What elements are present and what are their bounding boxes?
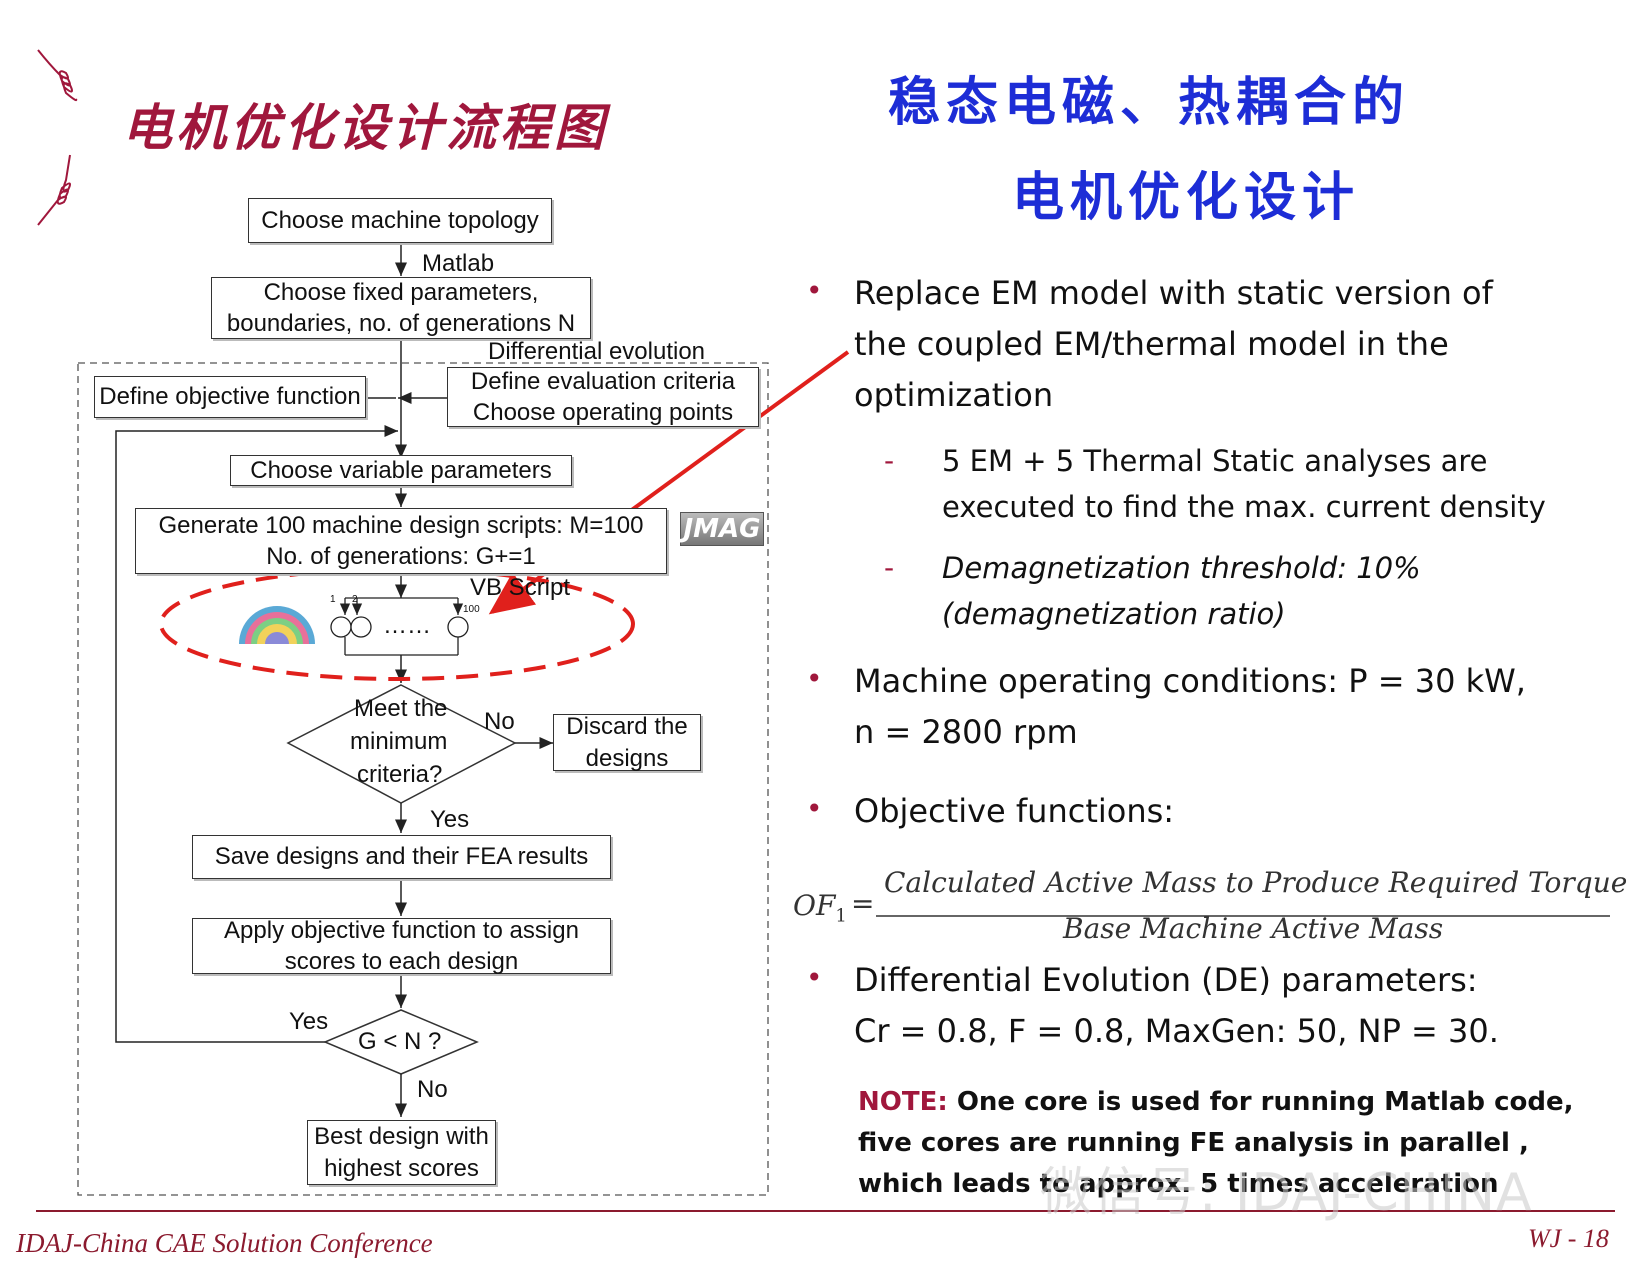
sub-bullet-2-line1: Demagnetization threshold: 10% bbox=[942, 551, 1421, 585]
diamond1-line1: Meet the bbox=[354, 695, 448, 722]
jmag-logo: JMAG bbox=[680, 512, 764, 546]
yes-label-2: Yes bbox=[289, 1008, 329, 1035]
bullet-2-line2: n = 2800 rpm bbox=[854, 713, 1078, 751]
decorative-spiral-icon bbox=[37, 49, 78, 226]
bullet-dot-3: • bbox=[806, 792, 823, 825]
sub-dash-1: - bbox=[884, 444, 895, 477]
watermark: 微信号: IDAJ-CHINA bbox=[1040, 1163, 1533, 1223]
sub-bullet-1-line2: executed to find the max. current densit… bbox=[942, 490, 1546, 524]
diamond1-line3: criteria? bbox=[357, 761, 443, 788]
evaluation-criteria-line1: Define evaluation criteria bbox=[470, 367, 736, 395]
best-design-line1: Best design with bbox=[314, 1123, 489, 1151]
matlab-label: Matlab bbox=[422, 250, 495, 277]
note-text: NOTE: One core is used for running Matla… bbox=[858, 1082, 1618, 1205]
apply-objective-box: Apply objective function to assign score… bbox=[192, 916, 611, 975]
diamond1-line2: minimum bbox=[350, 728, 448, 755]
bullet-dot-4: • bbox=[806, 961, 823, 994]
discard-designs-box: Discard the designs bbox=[553, 713, 701, 772]
discard-designs-line1: Discard the bbox=[566, 713, 688, 741]
source-label-2: 2 bbox=[352, 594, 358, 605]
apply-objective-line2: scores to each design bbox=[284, 948, 519, 975]
apply-objective-line1: Apply objective function to assign bbox=[224, 916, 579, 944]
sub-bullet-1-line1: 5 EM + 5 Thermal Static analyses are bbox=[942, 444, 1488, 478]
evaluation-criteria-box: Define evaluation criteria Choose operat… bbox=[447, 367, 759, 427]
vb-script-label: VB Script bbox=[470, 574, 571, 601]
ellipsis-dots: …… bbox=[383, 612, 431, 639]
sub-bullet-1: 5 EM + 5 Thermal Static analyses are exe… bbox=[942, 438, 1546, 530]
sub-bullet-2: Demagnetization threshold: 10% (demagnet… bbox=[942, 545, 1421, 637]
generate-scripts-line2: No. of generations: G+=1 bbox=[266, 543, 536, 570]
bullet-dot-1: • bbox=[806, 274, 823, 307]
bullet-1-line3: optimization bbox=[854, 376, 1054, 414]
objective-function-box: Define objective function bbox=[94, 376, 366, 418]
best-design-line2: highest scores bbox=[324, 1154, 479, 1182]
choose-topology-box: Choose machine topology bbox=[248, 198, 552, 243]
formula-lhs-sub: 1 bbox=[835, 905, 847, 927]
discard-designs-line2: designs bbox=[585, 744, 669, 772]
motor-cross-section-icon bbox=[239, 606, 315, 644]
generate-scripts-box: Generate 100 machine design scripts: M=1… bbox=[135, 508, 667, 574]
footer-page-number: WJ - 18 bbox=[1528, 1224, 1609, 1253]
bullet-2: Machine operating conditions: P = 30 kW,… bbox=[854, 656, 1526, 758]
bullet-4-line2: Cr = 0.8, F = 0.8, MaxGen: 50, NP = 30. bbox=[854, 1012, 1499, 1050]
formula-denominator: Base Machine Active Mass bbox=[1063, 912, 1444, 945]
no-label-1: No bbox=[484, 708, 515, 735]
differential-evolution-label: Differential evolution bbox=[488, 338, 706, 365]
no-label-2: No bbox=[417, 1076, 448, 1103]
bullet-4-line1: Differential Evolution (DE) parameters: bbox=[854, 961, 1478, 999]
page-title-left: 电机优化设计流程图 bbox=[122, 98, 608, 157]
save-designs-box: Save designs and their FEA results bbox=[192, 835, 611, 879]
footer-conference: IDAJ-China CAE Solution Conference bbox=[16, 1228, 433, 1258]
formula-equals: = bbox=[851, 887, 875, 920]
diamond2-label: G < N ? bbox=[358, 1028, 442, 1055]
sub-dash-2: - bbox=[884, 551, 895, 584]
formula-numerator: Calculated Active Mass to Produce Requir… bbox=[884, 866, 1628, 899]
variable-params-box: Choose variable parameters bbox=[230, 455, 572, 486]
bullet-1: Replace EM model with static version of … bbox=[854, 268, 1493, 421]
bullet-3: Objective functions: bbox=[854, 792, 1175, 830]
evaluation-criteria-line2: Choose operating points bbox=[472, 399, 734, 426]
best-design-box: Best design with highest scores bbox=[307, 1120, 496, 1185]
yes-label-1: Yes bbox=[430, 806, 470, 833]
formula-lhs: OF1 bbox=[793, 889, 847, 927]
source-label-100: 100 bbox=[463, 604, 480, 615]
source-label-1: 1 bbox=[330, 594, 336, 605]
formula-lhs-text: OF bbox=[793, 889, 836, 922]
bullet-2-line1: Machine operating conditions: P = 30 kW, bbox=[854, 662, 1526, 700]
page-title-right-line1: 稳态电磁、热耦合的 bbox=[888, 72, 1411, 133]
note-body: One core is used for running Matlab code… bbox=[858, 1087, 1574, 1199]
bullet-dot-2: • bbox=[806, 662, 823, 695]
sub-bullet-2-line2: (demagnetization ratio) bbox=[942, 597, 1286, 631]
fixed-params-box: Choose fixed parameters, boundaries, no.… bbox=[211, 277, 591, 339]
bullet-4: Differential Evolution (DE) parameters: … bbox=[854, 955, 1499, 1057]
page-title-right-line2: 电机优化设计 bbox=[1012, 167, 1361, 228]
note-label: NOTE: bbox=[858, 1087, 948, 1117]
bullet-1-line2: the coupled EM/thermal model in the bbox=[854, 325, 1449, 363]
bullet-1-line1: Replace EM model with static version of bbox=[854, 274, 1493, 312]
fixed-params-line2: boundaries, no. of generations N bbox=[226, 310, 576, 337]
generate-scripts-line1: Generate 100 machine design scripts: M=1… bbox=[158, 511, 644, 539]
fixed-params-line1: Choose fixed parameters, bbox=[263, 278, 539, 306]
